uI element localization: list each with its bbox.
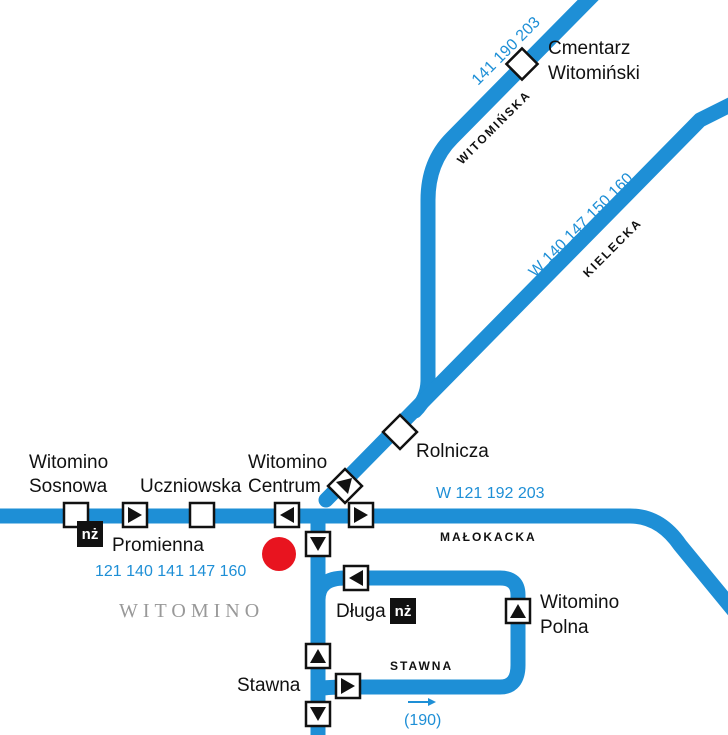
- arrow-right-icon: [408, 698, 436, 706]
- stop-witomino-centrum-ne-marker[interactable]: [326, 467, 364, 505]
- street-label-malokacka: MAŁOKACKA: [440, 530, 537, 544]
- stop-label-cmentarz-1: Cmentarz: [548, 38, 630, 59]
- line-numbers-kielecka: W 140 147 150 160: [526, 170, 637, 281]
- stop-label-cmentarz-2: Witomiński: [548, 63, 640, 84]
- stop-label-stawna: Stawna: [237, 675, 301, 696]
- stop-stawna-s-marker[interactable]: [304, 700, 332, 728]
- stop-stawna-e-marker[interactable]: [334, 672, 362, 700]
- stop-witomino-centrum-s-marker[interactable]: [304, 530, 332, 558]
- stop-dluga-marker[interactable]: [342, 564, 370, 592]
- street-label-stawna: STAWNA: [390, 659, 453, 673]
- on-demand-badge-sosnowa: nż: [77, 521, 103, 547]
- stop-label-sosnowa-1: Witomino: [29, 452, 108, 473]
- stop-label-uczniowska: Uczniowska: [140, 476, 242, 497]
- on-demand-badge-dluga: nż: [390, 598, 416, 624]
- stop-label-witomino-polna-1: Witomino: [540, 592, 619, 613]
- stop-label-rolnicza: Rolnicza: [416, 441, 489, 462]
- stop-label-witomino-centrum-1: Witomino: [248, 452, 327, 473]
- stop-witomino-centrum-w-marker[interactable]: [273, 501, 301, 529]
- stop-label-witomino-polna-2: Polna: [540, 617, 589, 638]
- route-kielecka: [318, 97, 728, 508]
- line-numbers-stawna-exit: (190): [404, 712, 441, 729]
- on-demand-badge-text: nż: [82, 526, 99, 543]
- stop-label-witomino-centrum-2: Centrum: [248, 476, 321, 497]
- stop-label-dluga: Długa: [336, 601, 386, 622]
- stop-witomino-centrum-e-marker[interactable]: [347, 501, 375, 529]
- line-numbers-malokacka: W 121 192 203: [436, 485, 545, 502]
- stop-label-promienna: Promienna: [112, 535, 204, 556]
- stop-witomino-polna-marker[interactable]: [504, 597, 532, 625]
- route-malokacka-east: [310, 508, 728, 616]
- stop-rolnicza-marker[interactable]: [381, 413, 419, 451]
- stop-stawna-n-marker[interactable]: [304, 642, 332, 670]
- stop-cmentarz-marker[interactable]: [504, 46, 540, 82]
- stop-label-sosnowa-2: Sosnowa: [29, 476, 108, 497]
- line-numbers-promienna: 121 140 141 147 160: [95, 563, 246, 580]
- on-demand-badge-text: nż: [395, 603, 412, 620]
- stop-uczniowska-marker[interactable]: [188, 501, 216, 529]
- route-stawna-loop: [310, 508, 526, 698]
- district-label: WITOMINO: [119, 600, 264, 622]
- stop-promienna-marker[interactable]: [121, 501, 149, 529]
- current-location-marker: [262, 537, 296, 571]
